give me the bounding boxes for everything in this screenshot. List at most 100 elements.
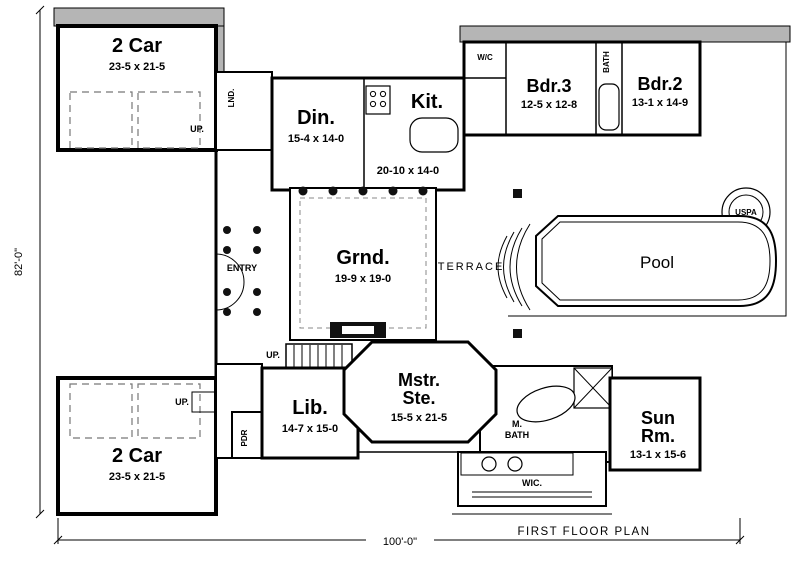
column-dot (358, 186, 368, 196)
entry-columns (223, 226, 261, 316)
kitchen-island (409, 117, 459, 153)
bath-label: BATH (602, 51, 611, 73)
dimension-tick (35, 509, 45, 519)
dimension-width-label: 100'-0" (383, 536, 417, 548)
entry-door-swing (215, 281, 245, 311)
colonnade-columns (298, 186, 428, 196)
master-bath-label-2: BATH (505, 430, 529, 440)
column-dot (388, 186, 398, 196)
master-tub (516, 385, 576, 423)
wic-label: WIC. (522, 478, 542, 488)
column-dot (253, 308, 261, 316)
column-dot (223, 246, 231, 254)
vanity-sink (481, 456, 497, 472)
column-dot (223, 308, 231, 316)
dimension-left: 82'-0" (13, 5, 45, 519)
dining-label: Din. (297, 107, 335, 129)
master-label-2: Ste. (402, 388, 435, 408)
pool-outline (535, 215, 778, 307)
sunroom-label-2: Rm. (641, 426, 675, 446)
step-arc (516, 223, 531, 311)
garage-bottom-room (56, 376, 218, 516)
vanity-sink (507, 456, 523, 472)
library-size: 14-7 x 15-0 (282, 423, 338, 435)
library-label: Lib. (292, 397, 328, 419)
dimension-tick (35, 5, 45, 15)
kitchen-label: Kit. (411, 91, 443, 113)
bedroom3-size: 12-5 x 12-8 (521, 99, 577, 111)
bathtub (598, 83, 620, 131)
roof-band-top-right (459, 25, 791, 43)
column-dot (253, 288, 261, 296)
burner (379, 90, 387, 98)
terrace-steps (497, 223, 531, 311)
firebox (342, 326, 374, 334)
stove (365, 85, 391, 115)
car-space-dashed (137, 383, 201, 439)
dimension-bottom: 100'-0" (53, 518, 745, 548)
garage-bottom-size: 23-5 x 21-5 (109, 471, 165, 483)
up-label-garage-bottom: UP. (175, 397, 189, 407)
column-dot (328, 186, 338, 196)
kitchen-size: 20-10 x 14-0 (377, 165, 439, 177)
column-dot (298, 186, 308, 196)
terrace-column (513, 189, 522, 198)
pdr-label: PDR (240, 429, 249, 446)
master-bath-label-1: M. (512, 419, 522, 429)
column-dot (223, 288, 231, 296)
dimension-height-label: 82'-0" (13, 248, 25, 276)
dining-size: 15-4 x 14-0 (288, 133, 344, 145)
master-suite-room (342, 340, 498, 444)
burner (369, 100, 377, 108)
up-label-stairs: UP. (266, 350, 280, 360)
powder-room (231, 411, 263, 459)
terrace-label: TERRACE (438, 261, 505, 273)
terrace-column (513, 329, 522, 338)
entry-door-swing (215, 253, 245, 283)
laundry-label: LND. (227, 89, 236, 108)
spa-label: USPA (735, 208, 757, 217)
grand-room (289, 187, 437, 341)
burner (379, 100, 387, 108)
pool-deck-outline (508, 41, 787, 317)
up-label-garage-top: UP. (190, 124, 204, 134)
column-dot (253, 226, 261, 234)
sunroom-size: 13-1 x 15-6 (630, 449, 686, 461)
plan-title: FIRST FLOOR PLAN (517, 526, 650, 538)
wc-label: W/C (477, 53, 493, 62)
column-dot (253, 246, 261, 254)
column-dot (418, 186, 428, 196)
garage-bottom-label: 2 Car (112, 445, 162, 467)
master-label-1: Mstr. (398, 370, 440, 390)
sunroom-label-1: Sun (641, 408, 675, 428)
burner (369, 90, 377, 98)
laundry-room (215, 71, 273, 151)
shower (573, 367, 613, 409)
pool-label: Pool (640, 253, 674, 272)
library-room (260, 366, 360, 460)
stove-body (365, 85, 391, 115)
step-arc (503, 231, 515, 303)
grand-size: 19-9 x 19-0 (335, 273, 391, 285)
bedroom2-size: 13-1 x 14-9 (632, 97, 688, 109)
column-dot (223, 226, 231, 234)
car-space-dashed (69, 91, 133, 149)
roof-band-top-left (53, 7, 225, 27)
pool-coping (541, 221, 771, 301)
car-space-dashed (69, 383, 133, 439)
shower-x (573, 367, 613, 409)
entry-label: ENTRY (227, 263, 257, 273)
dimension-label-backing (366, 532, 434, 548)
garage-top-label: 2 Car (112, 35, 162, 57)
car-space-dashed (137, 91, 201, 149)
grand-label: Grnd. (336, 247, 389, 269)
garage-top-size: 23-5 x 21-5 (109, 61, 165, 73)
bedroom3-label: Bdr.3 (526, 76, 571, 96)
master-size: 15-5 x 21-5 (391, 412, 447, 424)
step-arc (497, 235, 508, 299)
vanity-counter (460, 452, 574, 476)
sun-room (608, 376, 702, 472)
bedroom-wing (462, 40, 702, 137)
